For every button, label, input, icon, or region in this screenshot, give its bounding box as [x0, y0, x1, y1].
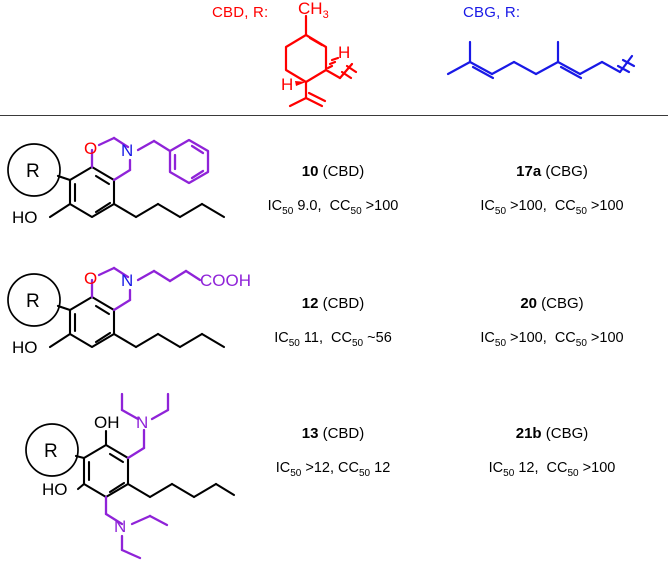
row3-cbg-cc50-value: >100 — [582, 460, 616, 476]
row2-cbg-series: (CBG) — [541, 295, 584, 312]
row2-cbd-cc50-label: CC — [331, 330, 352, 346]
row2-cbd-cc50-sub: 50 — [352, 337, 364, 349]
cbd-methyl-label: CH3 — [298, 0, 329, 21]
r-group-circle — [7, 143, 61, 197]
header-divider — [0, 115, 668, 116]
cbd-header-label: CBD, R: — [212, 4, 269, 21]
row3-cbg-ic50-label: IC — [488, 460, 504, 476]
row3-cbd-number: 13 — [301, 425, 319, 442]
row1-cbg-cc50-sub: 50 — [575, 205, 587, 217]
row2-cbg-cc50-label: CC — [554, 330, 576, 346]
row3-n-label-upper: N — [136, 413, 148, 432]
row2-cbg-ic50-value: >100, — [510, 330, 547, 346]
row1-cbd-cc50-label: CC — [329, 198, 351, 214]
row2-cbg-compound: 20 (CBG) — [452, 295, 652, 312]
row3-oh-label-top: OH — [94, 413, 120, 432]
row1-cbg-ic50-label: IC — [480, 198, 495, 214]
row1-cbd-data: 10 (CBD) IC50 9.0, CC50 >100 — [248, 163, 418, 217]
row3-cbg-number: 21b — [515, 425, 542, 442]
row1-cbd-series: (CBD) — [322, 163, 365, 180]
row1-o-label: O — [84, 139, 97, 158]
cbd-terpene-structure: CH3 H H — [248, 0, 378, 110]
row3-cbd-ic50-value: >12, — [305, 460, 334, 476]
row2-cbg-number: 20 — [520, 295, 537, 312]
row3-cbd-cc50-value: 12 — [374, 460, 391, 476]
r-group-circle — [7, 273, 61, 327]
row3-cbd-series: (CBD) — [322, 425, 365, 442]
row1-cbg-cc50-value: >100 — [590, 198, 624, 214]
row1-cbd-cc50-sub: 50 — [350, 205, 362, 217]
row2-cbd-ic50-label: IC — [274, 330, 289, 346]
row2-cbd-ic50-sub: 50 — [288, 337, 300, 349]
row3-cbd-data: 13 (CBD) IC50 >12, CC50 12 — [248, 425, 418, 479]
row3-cbd-compound: 13 (CBD) — [248, 425, 418, 442]
r-group-circle — [25, 423, 79, 477]
cbd-h-label-lower: H — [281, 75, 293, 94]
row2-o-label: O — [84, 269, 97, 288]
row2-cbd-data: 12 (CBD) IC50 11, CC50 ~56 — [248, 295, 418, 349]
row2-cooh-label: COOH — [200, 271, 251, 290]
row2-cbd-values: IC50 11, CC50 ~56 — [248, 330, 418, 349]
row3-cbd-cc50-sub: 50 — [358, 467, 371, 479]
row1-cbg-number: 17a — [516, 163, 542, 180]
row3-cbg-data: 21b (CBG) IC50 12, CC50 >100 — [452, 425, 652, 479]
row2-cbg-cc50-value: >100 — [590, 330, 624, 346]
row1-cbd-number: 10 — [301, 163, 319, 180]
row3-cbd-values: IC50 >12, CC50 12 — [248, 460, 418, 479]
row2-structure-benzoxazine-butanoic-acid: R HO O N COOH — [4, 258, 251, 376]
row1-cbd-ic50-sub: 50 — [282, 205, 294, 217]
row2-cbg-cc50-sub: 50 — [575, 337, 587, 349]
row1-cbd-cc50-value: >100 — [365, 198, 399, 214]
row1-cbg-cc50-label: CC — [554, 198, 576, 214]
row2-cbd-cc50-value: ~56 — [367, 330, 392, 346]
row3-ho-label-bottom: HO — [42, 480, 68, 499]
row2-cbg-values: IC50 >100, CC50 >100 — [452, 330, 652, 349]
row1-ho-label: HO — [12, 208, 38, 227]
row2-cbd-compound: 12 (CBD) — [248, 295, 418, 312]
row3-cbg-ic50-value: 12, — [518, 460, 539, 476]
row3-cbd-ic50-sub: 50 — [290, 467, 302, 479]
cbg-geranyl-structure — [440, 26, 640, 106]
row1-n-label: N — [121, 141, 133, 160]
row1-cbg-data: 17a (CBG) IC50 >100, CC50 >100 — [452, 163, 652, 217]
row3-cbg-values: IC50 12, CC50 >100 — [452, 460, 652, 479]
cbg-header-label: CBG, R: — [463, 4, 521, 21]
row2-cbd-series: (CBD) — [322, 295, 365, 312]
row2-cbg-ic50-label: IC — [480, 330, 495, 346]
row2-cbd-ic50-value: 11, — [303, 330, 323, 346]
row3-cbg-series: (CBG) — [545, 425, 589, 442]
r-group-label: R — [26, 291, 40, 312]
row3-cbg-compound: 21b (CBG) — [452, 425, 652, 442]
row3-cbg-cc50-sub: 50 — [567, 467, 579, 479]
row1-cbd-compound: 10 (CBD) — [248, 163, 418, 180]
row1-cbg-values: IC50 >100, CC50 >100 — [452, 198, 652, 217]
row3-structure-bis-mannich: R OH HO N — [4, 388, 240, 560]
row1-cbg-compound: 17a (CBG) — [452, 163, 652, 180]
row3-n-label-lower: N — [114, 517, 126, 536]
row2-cbg-ic50-sub: 50 — [494, 337, 507, 349]
row2-cbd-number: 12 — [301, 295, 319, 312]
row2-n-label: N — [121, 271, 133, 290]
row2-ho-label: HO — [12, 338, 38, 357]
row3-cbg-ic50-sub: 50 — [503, 467, 515, 479]
row3-cbd-cc50-label: CC — [338, 460, 359, 476]
row1-cbd-values: IC50 9.0, CC50 >100 — [248, 198, 418, 217]
row3-cbg-cc50-label: CC — [546, 460, 568, 476]
row1-cbg-ic50-sub: 50 — [494, 205, 507, 217]
row1-cbd-ic50-value: 9.0, — [297, 198, 322, 214]
row1-cbd-ic50-label: IC — [267, 198, 283, 214]
row1-structure-benzoxazine-n-benzyl: R HO O N — [4, 128, 240, 246]
r-group-label: R — [26, 161, 40, 182]
r-group-label: R — [44, 441, 58, 462]
row3-cbd-ic50-label: IC — [275, 460, 291, 476]
row1-cbg-ic50-value: >100, — [510, 198, 547, 214]
cbd-h-label-upper: H — [338, 43, 350, 62]
row2-cbg-data: 20 (CBG) IC50 >100, CC50 >100 — [452, 295, 652, 349]
row1-cbg-series: (CBG) — [545, 163, 588, 180]
